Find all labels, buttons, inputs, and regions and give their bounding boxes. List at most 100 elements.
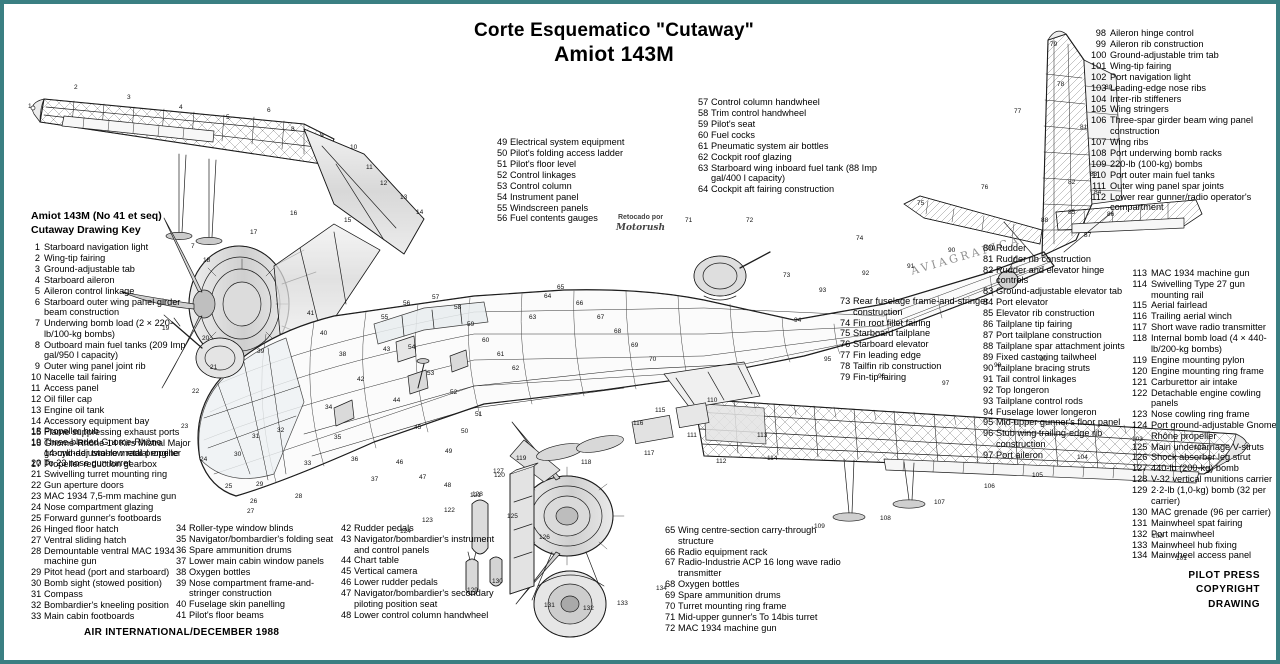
key-item-label: Radio-Industrie ACP 16 long wave radio t… (678, 557, 841, 579)
key-item-number: 129 (1132, 485, 1148, 496)
key-item-label: Pitot head (port and starboard) (44, 567, 170, 578)
key-item-label: Short wave radio transmitter (1151, 322, 1266, 333)
callout-number: 8 (291, 126, 295, 133)
callout-number: 30 (234, 451, 242, 458)
key-item-number: 15 (31, 426, 42, 437)
key-item-number: 117 (1132, 322, 1147, 333)
key-item-label: Roller-type window blinds (189, 523, 294, 533)
key-item-label: Chart table (354, 555, 399, 566)
key-item-number: 14 (31, 415, 42, 426)
key-item-number: 11 (31, 383, 41, 394)
key-item-number: 7 (34, 318, 40, 329)
key-item-label: Starboard navigation light (44, 242, 149, 252)
key-item-number: 79 (840, 372, 851, 383)
key-item-label: Nose compartment frame-and-stringer cons… (189, 577, 315, 599)
key-item-number: 69 (665, 589, 676, 600)
key-item-label: Engine mounting pylon (1151, 354, 1245, 365)
key-item-label: Shock absorber leg strut (1151, 452, 1251, 463)
callout-number: 114 (767, 455, 778, 462)
key-item-label: Oxygen bottles (189, 566, 251, 577)
callout-number: 108 (880, 515, 891, 522)
callout-number: 22 (192, 388, 200, 395)
callout-number: 58 (454, 304, 462, 311)
key-item-number: 75 (840, 328, 851, 339)
callout-number: 40 (320, 330, 328, 337)
key-item-label: 2·2-lb (1,0-kg) bomb (32 per carrier) (1151, 485, 1266, 506)
callout-number: 42 (357, 376, 365, 383)
key-item-number: 66 (665, 546, 676, 557)
key-item-label: Nose compartment glazing (44, 502, 154, 513)
key-item-label: Aerial fairlead (1151, 300, 1208, 311)
key-item-number: 105 (1091, 104, 1107, 115)
callout-number: 117 (644, 450, 655, 457)
key-item-number: 116 (1132, 311, 1147, 322)
key-item-number: 5 (34, 285, 40, 296)
callout-number: 5 (226, 114, 230, 121)
key-item-label: Engine oil tank (44, 404, 105, 415)
key-item-number: 41 (176, 610, 187, 621)
key-item-label: Swivelling turret mounting ring (44, 469, 168, 480)
callout-number: 79 (1050, 41, 1058, 48)
key-item-label: Pilot's floor beams (189, 610, 264, 621)
callout-number: 53 (427, 370, 435, 377)
key-item-number: 22 (31, 480, 42, 491)
callout-number: 61 (497, 351, 505, 358)
key-item-label: Ground-adjustable tab (44, 263, 135, 274)
key-item-label: Three-spar girder beam wing panel constr… (1110, 115, 1253, 136)
callout-number: 67 (597, 314, 605, 321)
callout-number: 36 (351, 456, 359, 463)
key-item-number: 50 (497, 147, 508, 158)
key-item-label: Tail control linkages (996, 373, 1077, 384)
key-item-number: 40 (176, 599, 187, 610)
key-item-label: Tailplane tip fairing (996, 319, 1073, 330)
key-item-number: 80 (983, 243, 994, 253)
callout-number: 29 (256, 481, 264, 488)
key-item-label: Instrument panel (510, 191, 579, 202)
callout-number: 95 (824, 356, 832, 363)
key-item-label: Underwing bomb load (2 × 220-lb/100-kg b… (44, 318, 173, 339)
key-item-label: Wing stringers (1110, 104, 1169, 115)
callout-number: 14 (416, 209, 424, 216)
key-item-label: Ground-adjustable trim tab (1110, 49, 1219, 60)
key-item-label: Wing centre-section carry-through struct… (678, 525, 817, 546)
callout-number: 25 (225, 483, 233, 490)
key-item-number: 6 (34, 296, 40, 307)
callout-number: 62 (512, 365, 520, 372)
key-item-label: Stub wing trailing-edge rib construction (996, 428, 1103, 449)
key-item-label: MAC 1934 machine gun (1151, 268, 1250, 278)
callout-number: 43 (383, 346, 391, 353)
key-item-number: 9 (34, 361, 40, 372)
key-item-number: 125 (1132, 441, 1148, 452)
key-item-number: 54 (497, 191, 508, 202)
callout-number: 90 (948, 247, 956, 254)
title-line-1: Corte Esquematico "Cutaway" (474, 20, 754, 41)
key-item-number: 100 (1091, 49, 1107, 60)
key-item-label: Rudder (996, 243, 1027, 253)
key-item-number: 21 (31, 469, 42, 480)
key-item-label: Fuselage skin panelling (189, 599, 286, 610)
key-item-label: Oil filler cap (44, 394, 92, 405)
